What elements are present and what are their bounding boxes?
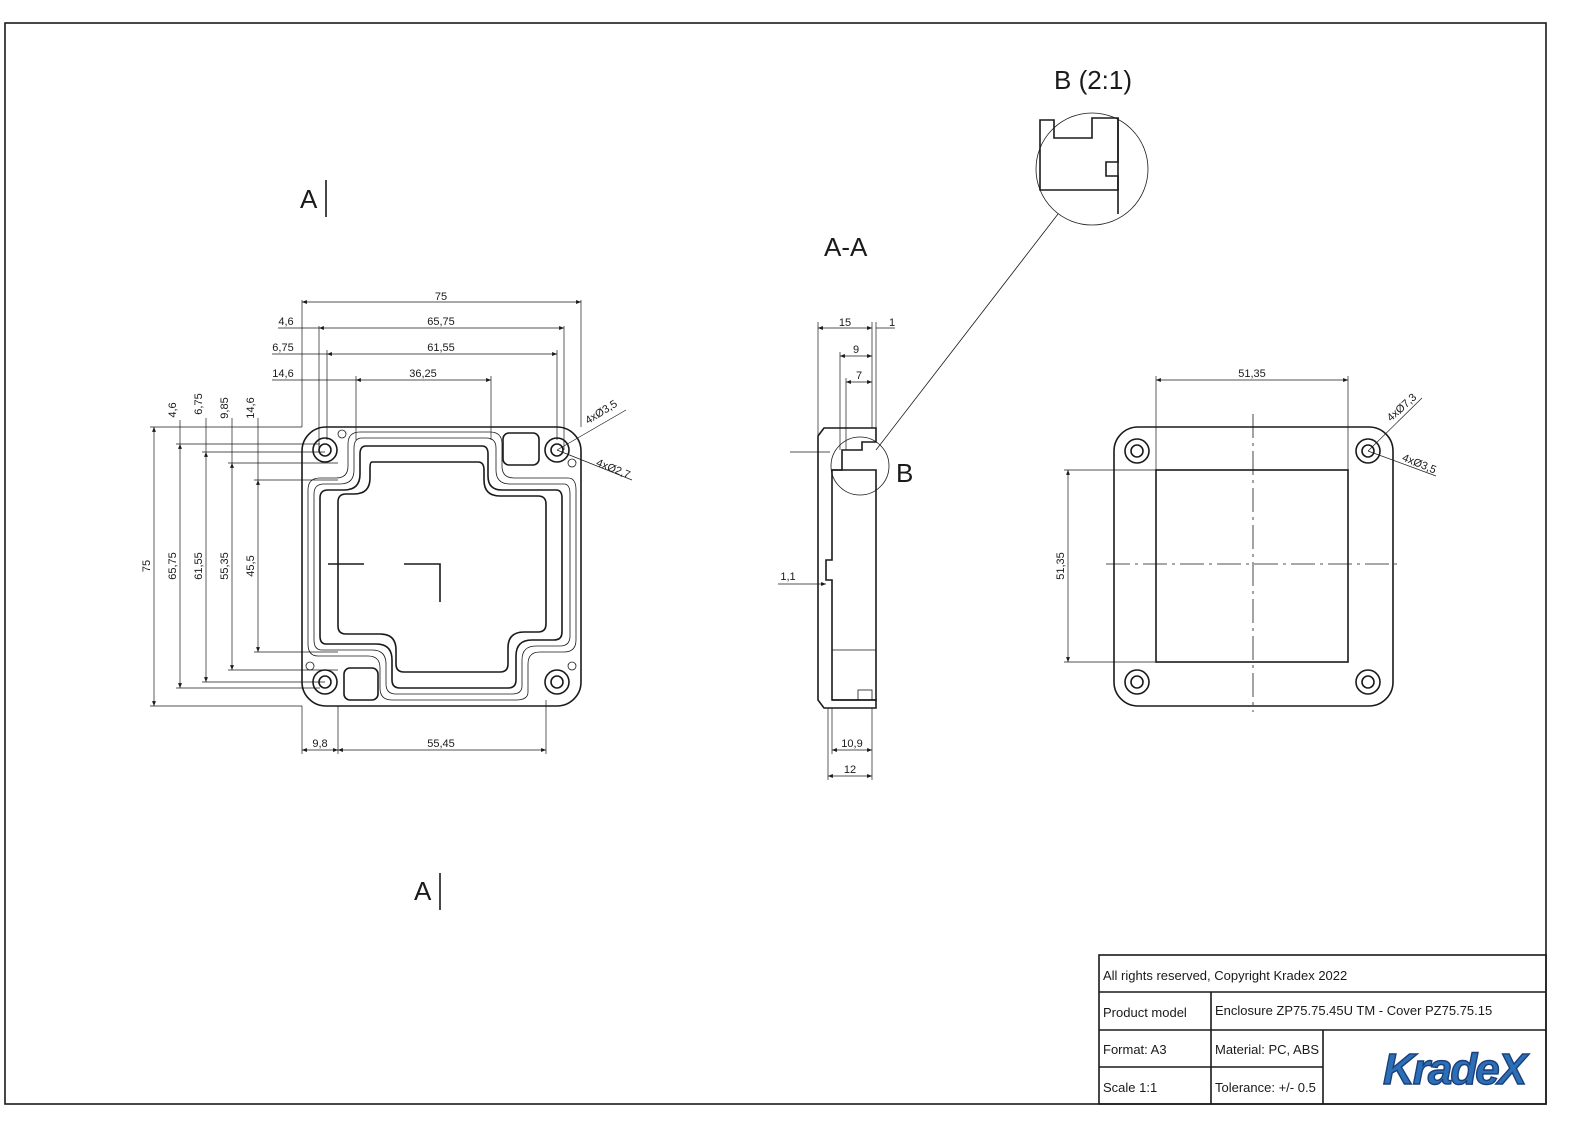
cover-hole-br-in	[1361, 675, 1375, 689]
detail-leader	[875, 213, 1059, 451]
dim-front-inner-3: 36,25	[409, 368, 437, 380]
dim-cover-hole-2: 4xØ3,5	[1400, 452, 1437, 476]
dim-sec-1: 1	[889, 317, 895, 329]
material-text: Material: PC, ABS	[1215, 1042, 1319, 1057]
dim-front-left-3: 14,6	[272, 368, 293, 380]
detail-body	[1039, 117, 1119, 191]
dim-cover-hole-1: 4xØ7,3	[1385, 391, 1419, 424]
scale-text: Scale 1:1	[1103, 1080, 1157, 1095]
pin-3	[305, 661, 315, 671]
cover-view: 51,35 51,35 4xØ7,3 4xØ3,5	[1055, 368, 1438, 712]
hole-br	[544, 669, 570, 695]
dim-sec-9: 9	[853, 344, 859, 356]
section-marker-top: A	[300, 184, 318, 214]
front-view	[301, 180, 582, 910]
dim-cover-height: 51,35	[1055, 552, 1067, 580]
format-text: Format: A3	[1103, 1042, 1167, 1057]
cover-hole-tl	[1124, 438, 1150, 464]
cover-outline	[1113, 426, 1394, 707]
dim-front-v-1: 65,75	[167, 552, 179, 580]
front-groove-inner	[319, 445, 563, 689]
hole-tl	[312, 437, 338, 463]
dim-front-top-2: 6,75	[193, 393, 205, 414]
hole-br-in	[550, 675, 564, 689]
detail-callout: B	[896, 458, 913, 488]
front-outline	[301, 426, 582, 707]
front-dimensions: 75 65,75 61,55 36,25 4,6 6,75 14,6 9,8 5…	[141, 291, 633, 754]
front-cavity	[337, 461, 547, 673]
pin-4	[567, 661, 577, 671]
cover-hole-bl	[1124, 669, 1150, 695]
hole-tl-in	[318, 443, 332, 457]
dim-front-width: 75	[435, 291, 447, 303]
cover-window	[1155, 469, 1349, 663]
dim-front-top-1: 4,6	[167, 402, 179, 417]
detail-view-title: B (2:1)	[1054, 65, 1132, 95]
detail-view	[1035, 112, 1149, 226]
cover-hole-tr-in	[1361, 444, 1375, 458]
dim-front-top-4: 14,6	[245, 397, 257, 418]
section-wall	[832, 469, 877, 701]
kradex-logo: KradeX	[1383, 1045, 1530, 1094]
section-view: 15 1 9 7 1,1 10,9 12	[778, 213, 1059, 780]
tolerance-text: Tolerance: +/- 0.5	[1215, 1080, 1316, 1095]
dim-front-left-1: 4,6	[278, 316, 293, 328]
dim-front-height: 75	[141, 560, 153, 572]
product-model-value: Enclosure ZP75.75.45U TM - Cover PZ75.75…	[1215, 1003, 1492, 1018]
drawing-frame	[4, 22, 1547, 1105]
cover-hole-br	[1355, 669, 1381, 695]
front-groove-mid	[313, 437, 571, 695]
title-block: All rights reserved, Copyright Kradex 20…	[1098, 954, 1547, 1105]
pin-2	[567, 458, 577, 468]
pin-1	[337, 429, 347, 439]
dim-front-bottom-1: 9,8	[312, 738, 327, 750]
dim-front-inner-2: 61,55	[427, 342, 455, 354]
dim-front-hole-2: 4xØ2,7	[594, 457, 631, 481]
copyright-text: All rights reserved, Copyright Kradex 20…	[1103, 968, 1347, 983]
dim-front-v-3: 55,35	[219, 552, 231, 580]
dim-front-inner-1: 65,75	[427, 316, 455, 328]
boss-bottom-left	[343, 667, 379, 701]
dim-sec-15: 15	[839, 317, 851, 329]
dim-sec-109: 10,9	[841, 738, 862, 750]
section-notch	[857, 689, 873, 701]
dim-sec-12: 12	[844, 764, 856, 776]
section-marker-bottom: A	[414, 876, 432, 906]
detail-b-circle	[830, 436, 890, 496]
dim-sec-7: 7	[856, 370, 862, 382]
dim-front-hole-1: 4xØ3,5	[583, 398, 619, 427]
detail-circle	[1035, 112, 1149, 226]
dim-sec-11: 1,1	[780, 571, 795, 583]
hole-tr-in	[550, 443, 564, 457]
dim-front-bottom-2: 55,45	[427, 738, 455, 750]
product-model-label: Product model	[1103, 1005, 1187, 1020]
dim-front-v-2: 61,55	[193, 552, 205, 580]
section-mark-2	[404, 563, 441, 602]
cover-hole-bl-in	[1130, 675, 1144, 689]
dim-front-top-3: 9,85	[219, 397, 231, 418]
boss-top-right	[502, 432, 540, 466]
front-groove-outer	[307, 431, 577, 701]
section-view-title: A-A	[824, 232, 868, 262]
dim-front-left-2: 6,75	[272, 342, 293, 354]
cover-hole-tl-in	[1130, 444, 1144, 458]
dim-front-v-4: 45,5	[245, 555, 257, 576]
cover-hole-tr	[1355, 438, 1381, 464]
dim-cover-width: 51,35	[1238, 368, 1266, 380]
